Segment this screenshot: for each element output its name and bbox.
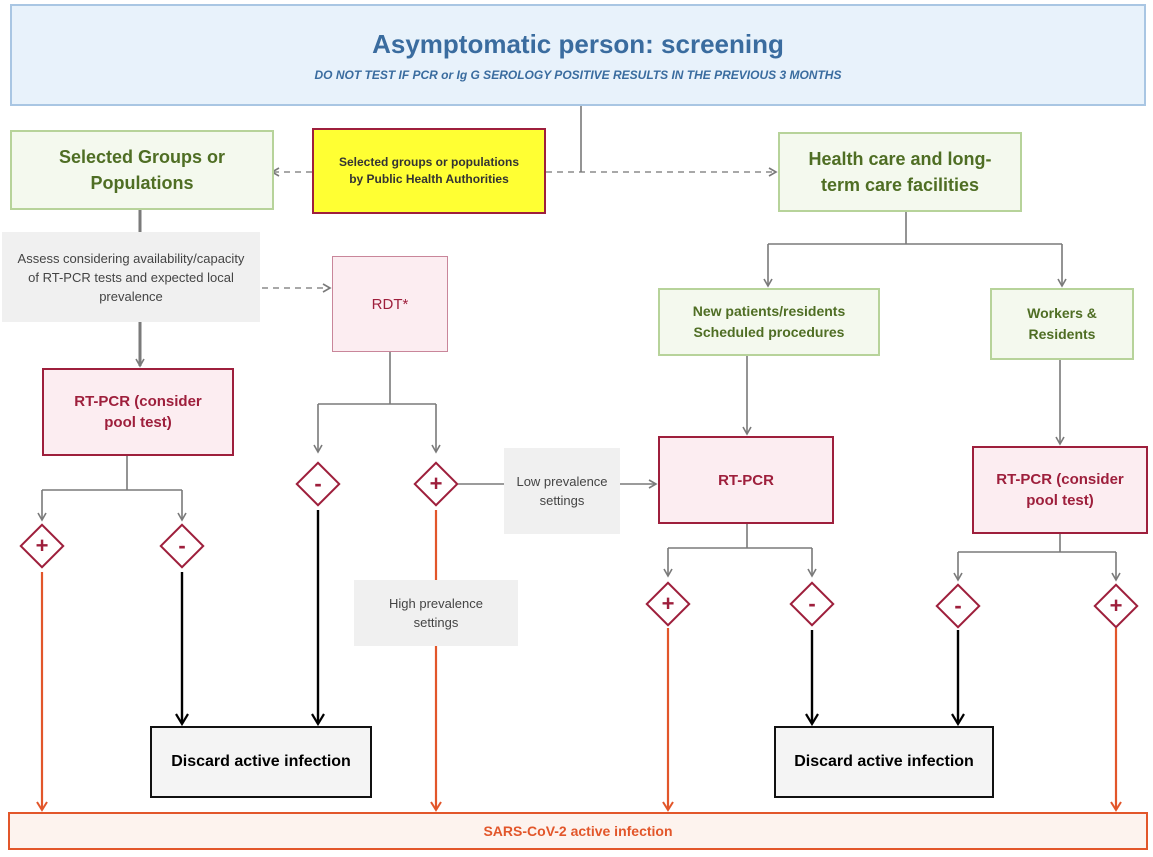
assess-note: Assess considering availability/capacity… (2, 232, 260, 322)
discard-right-node: Discard active infection (774, 726, 994, 798)
discard-left-label: Discard active infection (171, 753, 351, 770)
rtpcr-left-negative-sign: - (178, 533, 186, 558)
public-health-label: Selected groups or populations by Public… (338, 155, 520, 186)
discard-right-label: Discard active infection (794, 753, 974, 770)
health-care-node: Health care and long-term care facilitie… (778, 132, 1022, 212)
page-title: Asymptomatic person: screening (372, 28, 784, 59)
rtpcr-left-node: RT-PCR (consider pool test) (42, 368, 234, 456)
dashed-links (262, 167, 778, 293)
high-prevalence-label: High prevalence settings (389, 596, 483, 630)
negative-links (175, 510, 965, 727)
grey-links (37, 106, 1121, 582)
rtpcr-mid-negative-sign: - (808, 591, 816, 616)
active-infection-node: SARS-CoV-2 active infection (8, 812, 1148, 850)
screening-warning: DO NOT TEST IF PCR or Ig G SEROLOGY POSI… (314, 67, 842, 82)
high-prevalence-note: High prevalence settings (354, 580, 518, 646)
rdt-label: RDT* (371, 295, 409, 313)
discard-left-node: Discard active infection (150, 726, 372, 798)
rtpcr-left-positive-sign: + (35, 533, 49, 558)
rtpcr-right-node: RT-PCR (consider pool test) (972, 446, 1148, 534)
rdt-node: RDT* (332, 256, 448, 352)
rtpcr-mid-node: RT-PCR (658, 436, 834, 524)
rtpcr-mid-positive-sign: + (661, 591, 675, 616)
title-box: Asymptomatic person: screening DO NOT TE… (10, 4, 1146, 106)
rtpcr-right-positive-sign: + (1109, 593, 1123, 618)
assess-note-label: Assess considering availability/capacity… (17, 250, 245, 304)
new-patients-node: New patients/residents Scheduled procedu… (658, 288, 880, 356)
active-infection-label: SARS-CoV-2 active infection (483, 823, 673, 839)
public-health-node: Selected groups or populations by Public… (312, 128, 546, 214)
rtpcr-right-label: RT-PCR (consider pool test) (996, 471, 1124, 509)
rtpcr-right-negative-sign: - (954, 593, 962, 618)
rdt-positive-sign: + (429, 471, 443, 496)
workers-label: Workers & Residents (1027, 305, 1097, 342)
rdt-negative-sign: - (314, 471, 322, 496)
workers-node: Workers & Residents (990, 288, 1134, 360)
selected-groups-node: Selected Groups or Populations (10, 130, 274, 210)
health-care-label: Health care and long-term care facilitie… (808, 149, 992, 195)
rtpcr-left-label: RT-PCR (consider pool test) (74, 393, 202, 431)
selected-groups-label: Selected Groups or Populations (58, 147, 226, 193)
new-patients-label: New patients/residents Scheduled procedu… (692, 303, 846, 340)
rtpcr-mid-label: RT-PCR (718, 471, 774, 489)
low-prevalence-label: Low prevalence settings (516, 474, 608, 508)
positive-links (36, 510, 1122, 812)
low-prevalence-note: Low prevalence settings (504, 448, 620, 534)
